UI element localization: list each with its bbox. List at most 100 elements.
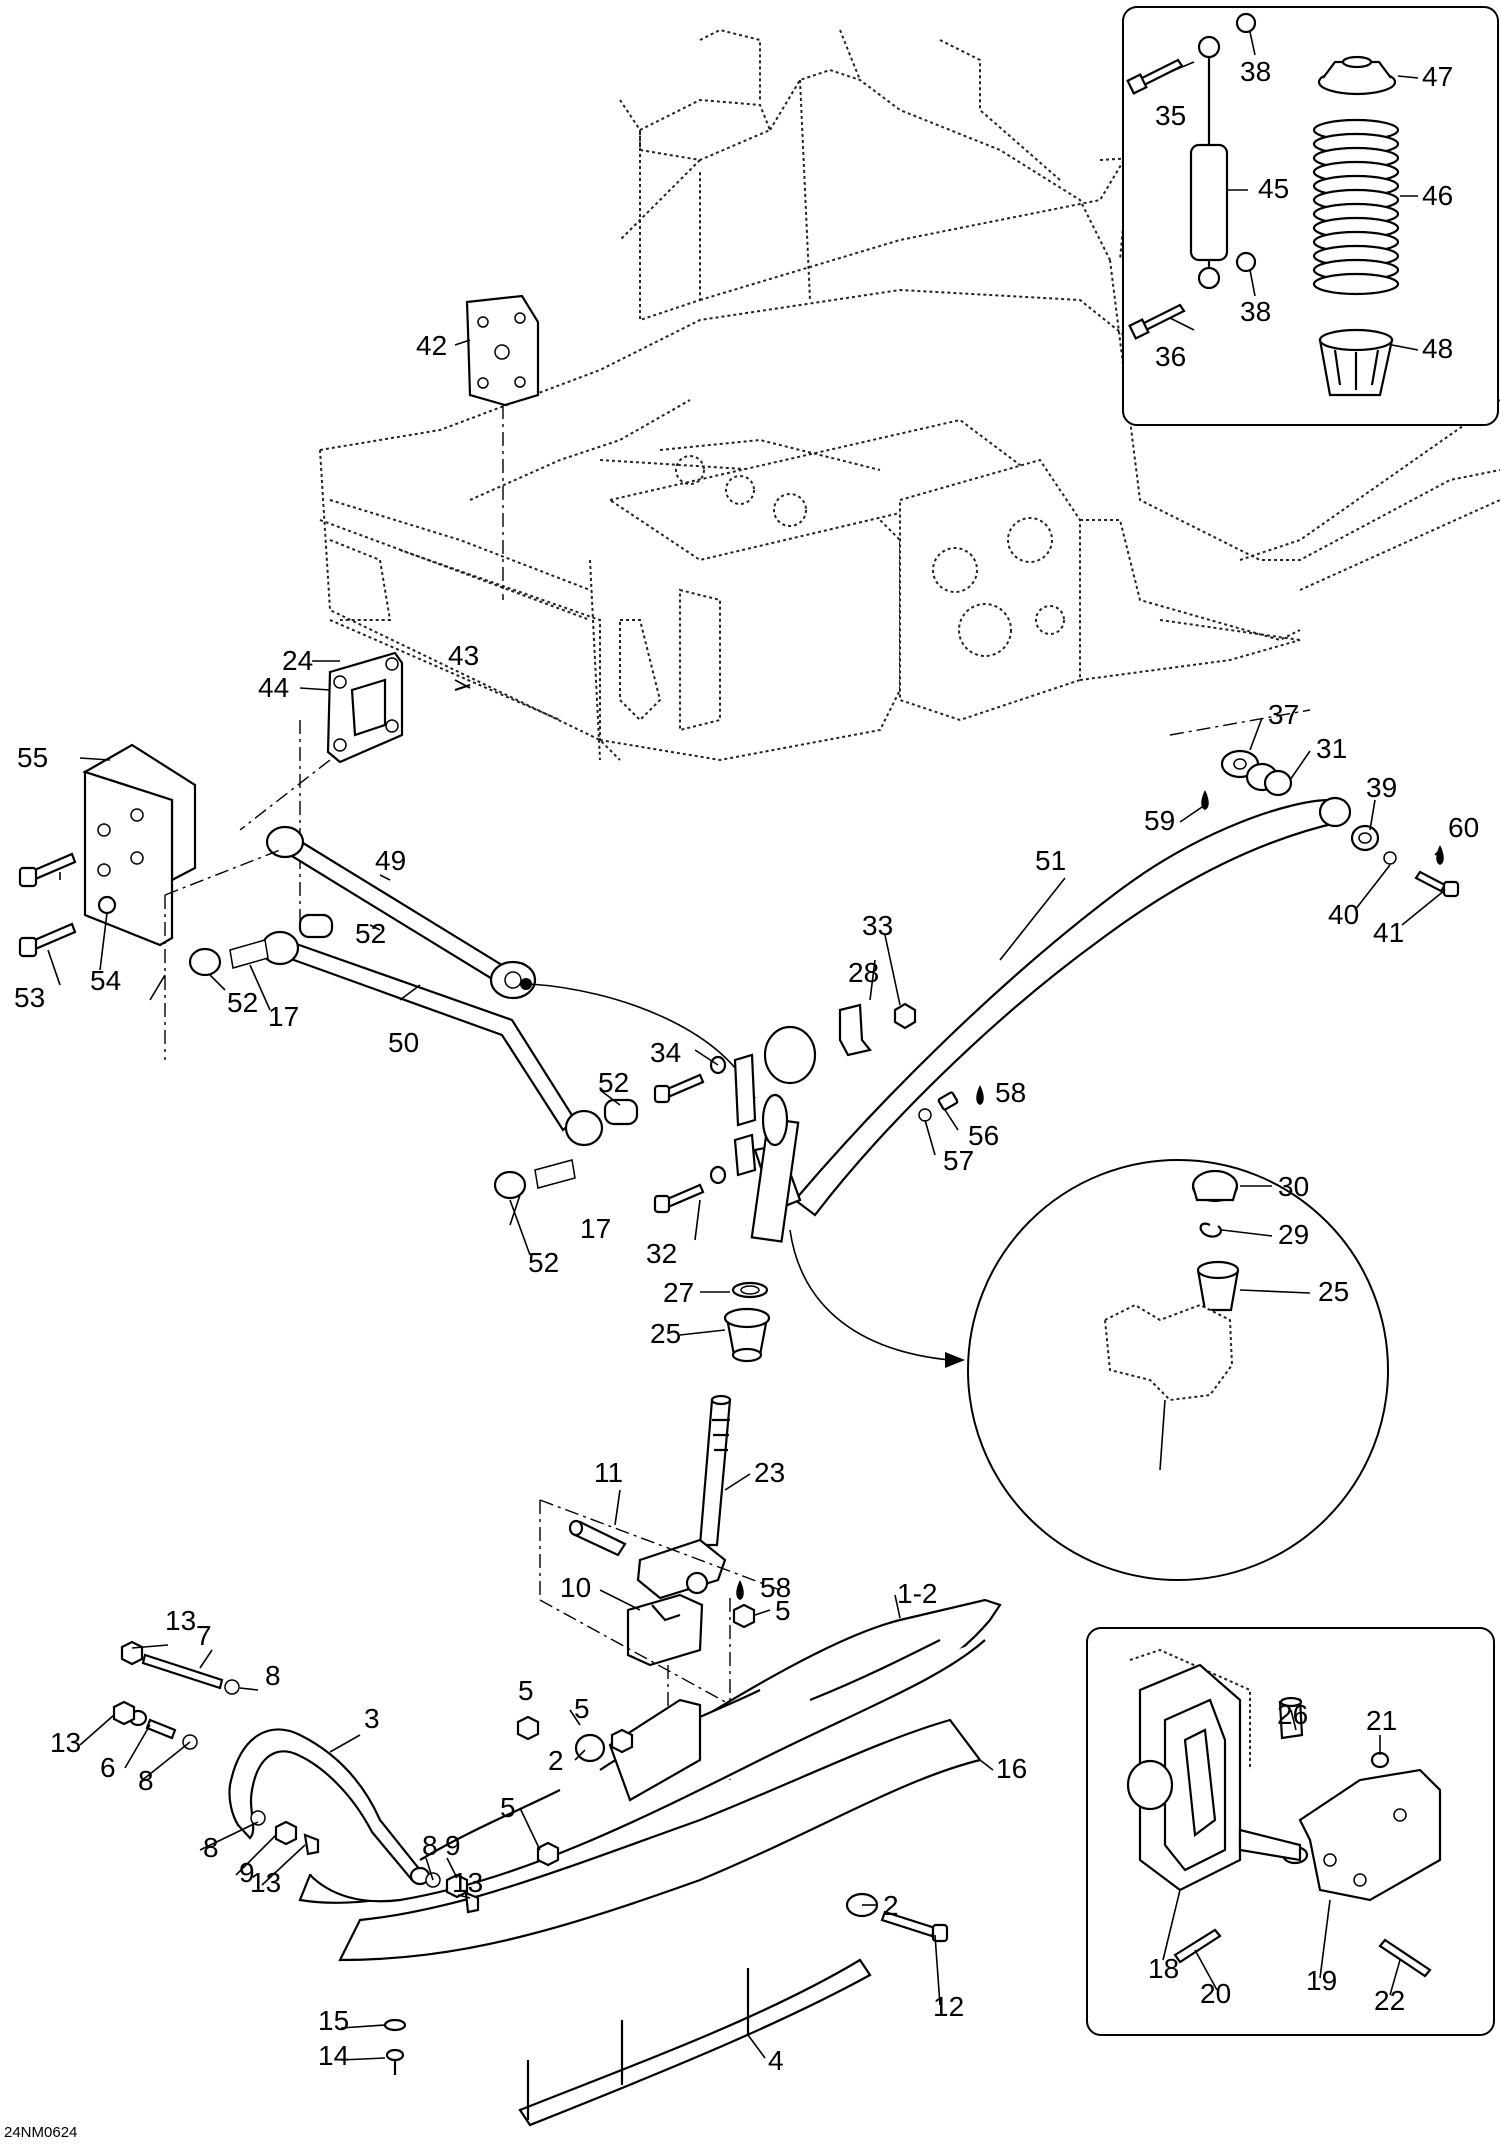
callout-46: 46 <box>1422 180 1453 211</box>
carbide-runner-4 <box>518 1958 872 2127</box>
callout-20: 20 <box>1200 1978 1231 2009</box>
callout-15: 15 <box>318 2005 349 2036</box>
grease-symbol-59 <box>1201 790 1209 810</box>
washer-40 <box>1383 851 1397 865</box>
leader-line <box>235 1834 277 1876</box>
bracket-28 <box>838 1003 872 1057</box>
leader-line <box>509 1194 521 1226</box>
callout-52-d: 52 <box>528 1247 559 1278</box>
callout-8-a: 8 <box>265 1660 281 1691</box>
callout-9-b: 9 <box>445 1830 461 1861</box>
callout-50: 50 <box>388 1027 419 1058</box>
callout-25-main: 25 <box>650 1318 681 1349</box>
leader-line <box>209 974 226 991</box>
leader-line <box>1354 864 1391 911</box>
leader-line <box>747 2034 766 2059</box>
grease-fitting-56 <box>937 1091 959 1111</box>
leader-line <box>139 1741 191 1783</box>
leader-line <box>569 1709 581 1726</box>
shock-absorber <box>1189 35 1229 290</box>
connection-arrow-49 <box>529 983 751 1091</box>
bushing-27 <box>731 1281 769 1299</box>
leader-line <box>1239 1289 1311 1294</box>
leader-line <box>599 1089 621 1106</box>
trailing-arm-51 <box>750 796 1352 1243</box>
leader-line <box>454 339 471 346</box>
bracket-24 <box>239 651 471 930</box>
grease-symbol-60 <box>1436 845 1444 865</box>
leader-line <box>509 1199 531 1256</box>
callout-55: 55 <box>17 742 48 773</box>
leader-line <box>1397 75 1419 79</box>
callout-41: 41 <box>1373 917 1404 948</box>
leader-line <box>1401 889 1446 926</box>
bushing-52-arm-top <box>298 913 334 939</box>
leader-line <box>454 679 471 689</box>
bolt-6 <box>128 1709 177 1740</box>
callout-28: 28 <box>848 957 879 988</box>
callout-4: 4 <box>768 2045 784 2076</box>
lower-arm-50 <box>260 913 639 1147</box>
callout-35: 35 <box>1155 100 1186 131</box>
callout-33: 33 <box>862 910 893 941</box>
callout-26: 26 <box>1277 1699 1308 1730</box>
callout-40: 40 <box>1328 899 1359 930</box>
leader-line <box>446 1857 458 1879</box>
callout-13-a: 13 <box>165 1605 196 1636</box>
spindle-bracket-lower <box>733 1133 757 1177</box>
nut-5-c <box>536 1841 560 1867</box>
leader-line <box>1290 1709 1297 1731</box>
leader-line <box>574 1749 586 1761</box>
callout-labels: 1-2 2 2 3 4 5 5 5 5 6 7 8 8 8 8 9 9 10 1… <box>14 56 1479 2076</box>
leader-line <box>1221 1229 1273 1237</box>
leader-line <box>1319 1899 1331 1979</box>
callout-44: 44 <box>258 672 289 703</box>
connection-dot <box>520 978 532 990</box>
sleeve-17-lower <box>493 1159 576 1200</box>
leader-line <box>1391 344 1419 351</box>
leader-line <box>149 974 166 1001</box>
leader-line <box>754 1609 771 1616</box>
callout-17-a: 17 <box>268 1001 299 1032</box>
leader-line <box>340 2024 386 2029</box>
callout-29: 29 <box>1278 1219 1309 1250</box>
coil-spring-46 <box>1312 118 1400 296</box>
leader-line <box>1169 317 1195 331</box>
circlip-29 <box>1199 1222 1222 1238</box>
callout-27: 27 <box>663 1277 694 1308</box>
leader-line <box>934 1934 941 2006</box>
callout-24: 24 <box>282 645 313 676</box>
callout-25-detail: 25 <box>1318 1276 1349 1307</box>
leader-line <box>614 1489 621 1526</box>
bolt-53-upper <box>18 852 77 888</box>
callout-6: 6 <box>100 1752 116 1783</box>
leader-line <box>924 1119 936 1156</box>
callout-2-lower: 2 <box>883 1890 899 1921</box>
callout-11: 11 <box>594 1457 623 1488</box>
callout-59: 59 <box>1144 805 1175 836</box>
axis-line-f <box>1169 709 1311 736</box>
leader-line <box>47 949 61 986</box>
bushing-26 <box>1278 1696 1304 1740</box>
leader-line <box>599 1589 641 1611</box>
bushing-52-arm-bottom <box>603 1098 639 1126</box>
callout-17-b: 17 <box>580 1213 611 1244</box>
washer-21 <box>1370 1751 1390 1769</box>
callout-5-d: 5 <box>775 1595 791 1626</box>
washer-8-a <box>224 1679 240 1695</box>
leader-line <box>944 1109 959 1131</box>
callout-52-c: 52 <box>598 1067 629 1098</box>
callout-30: 30 <box>1278 1171 1309 1202</box>
callout-5-b: 5 <box>574 1693 590 1724</box>
leader-line <box>1179 804 1206 823</box>
callout-52-b: 52 <box>227 987 258 1018</box>
callout-38-top: 38 <box>1240 56 1271 87</box>
leader-line <box>1194 1949 1218 1991</box>
rivet-22 <box>1378 1938 1432 1978</box>
washer-57 <box>918 1108 932 1122</box>
callout-9-a: 9 <box>239 1857 255 1888</box>
leader-line <box>679 1329 726 1336</box>
diagram-code: 24NM0624 <box>4 2124 77 2141</box>
nut-33 <box>893 1002 917 1030</box>
leader-line <box>261 1844 306 1886</box>
